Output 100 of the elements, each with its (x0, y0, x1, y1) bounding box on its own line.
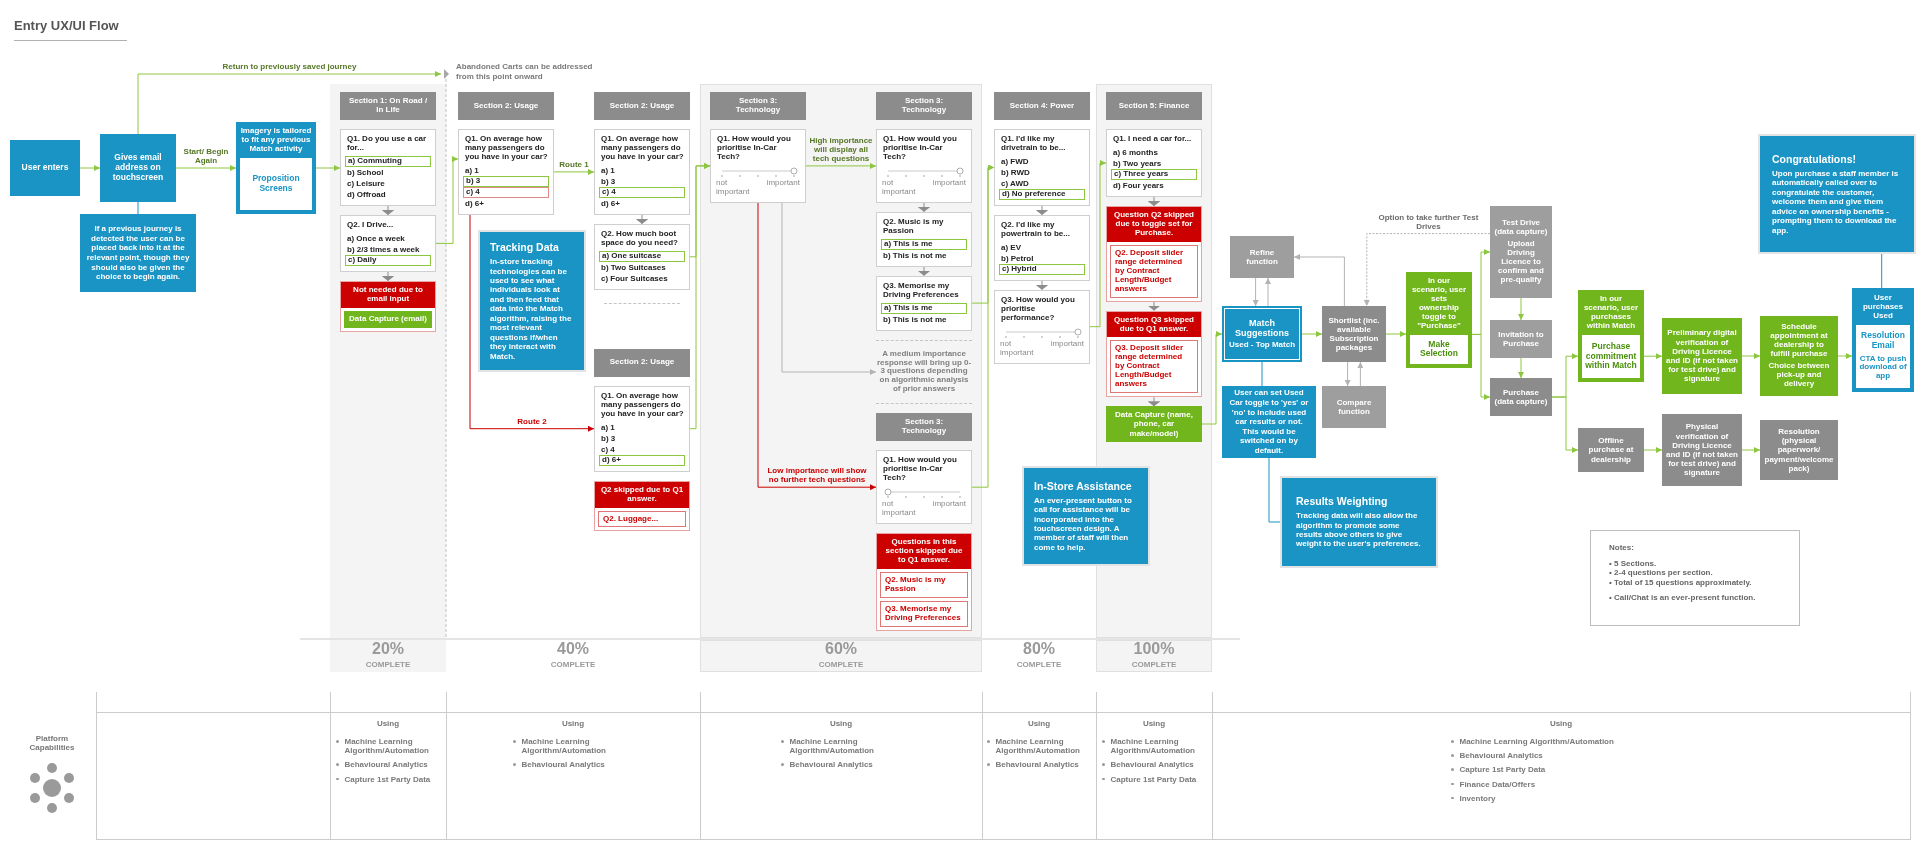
skipped-question-box (598, 510, 686, 528)
arrow (1089, 160, 1107, 328)
question-card (994, 289, 1090, 364)
section-header (340, 92, 436, 120)
info-card (1024, 468, 1148, 564)
section-header (994, 92, 1090, 120)
progress-panel (330, 640, 446, 672)
highlighted-option (463, 175, 549, 187)
option-text: a) This is me (883, 304, 933, 313)
question-card (594, 223, 690, 290)
process-box (1760, 420, 1838, 480)
option-text: d) Offroad (346, 188, 387, 200)
data-capture-box (344, 310, 432, 328)
column-heading: Using (1142, 718, 1166, 730)
arrow (805, 162, 877, 169)
question-card (876, 275, 972, 331)
highlighted-option (345, 254, 431, 266)
purchase-panel (1578, 290, 1644, 382)
question-text: Q2. I Drive... (346, 220, 395, 230)
arrow (435, 156, 459, 244)
arrow (1265, 277, 1271, 307)
section-title: Section 3: Technology (900, 97, 948, 115)
note-item: • 2-4 questions per section. (1609, 568, 1714, 578)
chevron-arrow (381, 271, 395, 282)
note-item: • Call/Chat is an ever-present function. (1609, 593, 1757, 603)
selection-panel (1406, 272, 1472, 368)
capability-item: Capture 1st Party Data (1110, 774, 1197, 784)
arrow (1357, 361, 1364, 387)
process-box (100, 134, 176, 202)
capability-item: Machine Learning Algorithm/Automation (789, 737, 875, 756)
box-label: Preliminary digital verification of Driving Licence and ID (if not taken for test drive) and signature (1666, 328, 1738, 384)
note-box (1222, 386, 1316, 458)
chevron-arrow (635, 214, 649, 225)
highlighted-option (999, 263, 1085, 275)
connector-line (137, 201, 139, 215)
arrow (1551, 396, 1579, 453)
chevron-arrow (917, 202, 931, 213)
arrow (1643, 353, 1663, 360)
box-label: Data Capture (email) (349, 314, 427, 324)
option-text: a) One suitcase (601, 252, 662, 261)
panel-heading: Imagery is tailored to fit any previous Match activity (240, 127, 312, 154)
skip-banner: Not needed due to email input (341, 281, 435, 308)
section-header (594, 92, 690, 120)
percent-value: 60% (825, 641, 857, 657)
arrow (469, 214, 595, 432)
scale-label: not important (882, 178, 917, 197)
section-title: Section 2: Usage (473, 101, 539, 111)
box-text: Choice between pick-up and delivery (1767, 362, 1831, 390)
skipped-question-box (1110, 340, 1198, 394)
process-box (1490, 378, 1552, 416)
process-box (1760, 316, 1838, 396)
edge-label: Option to take further Test Drives (1377, 213, 1480, 232)
question-text: Q1. I need a car for... (1112, 135, 1193, 144)
scale-label: important (932, 178, 966, 188)
section-header (876, 92, 972, 120)
connector-line (1881, 251, 1883, 289)
process-box (1490, 320, 1552, 358)
skipped-question-box (1110, 244, 1198, 298)
option-text: b) This is not me (882, 313, 948, 325)
question-text: Q1. On average how many passengers do you have in your car? (600, 391, 685, 419)
capability-item: Behavioural Analytics (521, 760, 605, 770)
box-label: Proposition Screens (251, 174, 301, 194)
highlighted-option (345, 155, 431, 167)
option-text: c) Four Suitcases (600, 272, 669, 284)
card-title: Results Weighting (1296, 495, 1389, 508)
column-heading: Using (376, 718, 400, 730)
question-card (710, 129, 806, 203)
skipped-question: Q3. Deposit slider range determined by Contract Length/Budget answers (1114, 344, 1185, 390)
option-text: c) Daily (347, 256, 377, 265)
arrow (1518, 357, 1524, 379)
connector-line (1261, 361, 1263, 387)
option-text: a) EV (1000, 241, 1022, 253)
skipped-panel (594, 480, 690, 532)
skipped-question: Q2. Deposit slider range determined by Contract Length/Budget answers (1114, 248, 1185, 294)
scale-label: important (766, 178, 800, 188)
info-card (1282, 478, 1436, 566)
capability-item: Behavioural Analytics (1110, 760, 1194, 770)
box-label: User enters (21, 163, 69, 173)
suggestions-box (1222, 306, 1302, 362)
capability-item: Behavioural Analytics (789, 760, 873, 770)
question-card (876, 129, 972, 203)
skipped-question-box (880, 571, 968, 598)
skipped-panel (876, 533, 972, 631)
box-label: Make Selection (1419, 339, 1459, 360)
column-heading: Using (829, 718, 853, 730)
section-header (876, 413, 972, 442)
arrow (79, 165, 101, 171)
process-box (1662, 414, 1742, 486)
option-text: a) 1 (600, 164, 616, 176)
percent-value: 80% (1023, 641, 1055, 657)
arrow (1643, 447, 1663, 453)
process-box (10, 140, 80, 196)
box-label: Purchase (data capture) (1494, 387, 1548, 407)
section-title: Section 1: On Road / In Life (347, 97, 429, 115)
question-card (458, 129, 554, 215)
question-card (876, 211, 972, 267)
skip-banner: Question Q2 skipped due to toggle set for Purchase. (1107, 206, 1201, 242)
box-title: Resolution Email (1860, 331, 1906, 351)
option-text: a) FWD (1000, 155, 1030, 167)
box-label: Purchase commitment within Match (1585, 341, 1637, 372)
